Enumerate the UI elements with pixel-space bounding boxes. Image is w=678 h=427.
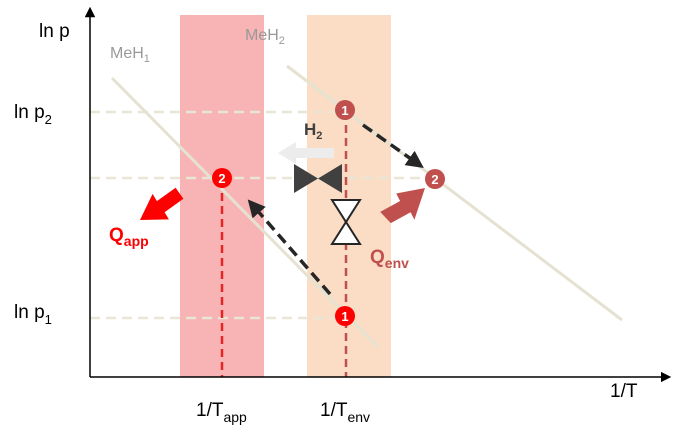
h2-label: H2 <box>304 120 322 142</box>
x-axis-label: 1/T <box>610 381 638 402</box>
point-env-p1: 1 <box>335 306 355 326</box>
point-meh2-2: 2 <box>425 169 445 189</box>
h2-flow-arrow <box>278 142 334 164</box>
tick-1-t-env: 1/Tenv <box>320 400 370 425</box>
svg-text:2: 2 <box>218 171 225 186</box>
valve-open-icon-bottom <box>330 220 362 245</box>
heat-app-label: Qapp <box>109 225 149 249</box>
valve-open-icon <box>330 199 362 224</box>
svg-text:2: 2 <box>431 172 438 187</box>
valve-closed-icon-right <box>318 164 342 193</box>
process-arrow-p1-to-2 <box>247 199 332 296</box>
y-axis-label: ln p <box>39 21 70 42</box>
point-app-2: 2 <box>212 168 232 188</box>
heat-env-arrow <box>380 188 425 224</box>
process-arrow-p2-to-2 <box>361 123 424 169</box>
curve-label-meh2: MeH2 <box>245 27 285 47</box>
point-env-p2: 1 <box>335 100 355 120</box>
heat-env-label: Qenv <box>370 247 409 271</box>
curve-label-meh1: MeH1 <box>110 45 150 65</box>
tick-1-t-app: 1/Tapp <box>196 400 247 425</box>
svg-text:1: 1 <box>341 103 348 118</box>
svg-text:1: 1 <box>341 309 348 324</box>
heat-app-arrow <box>140 187 184 220</box>
valve-closed-icon <box>294 164 318 193</box>
curve-meh1 <box>110 76 380 349</box>
tick-ln-p1: ln p1 <box>14 302 52 327</box>
tick-ln-p2: ln p2 <box>14 102 52 127</box>
